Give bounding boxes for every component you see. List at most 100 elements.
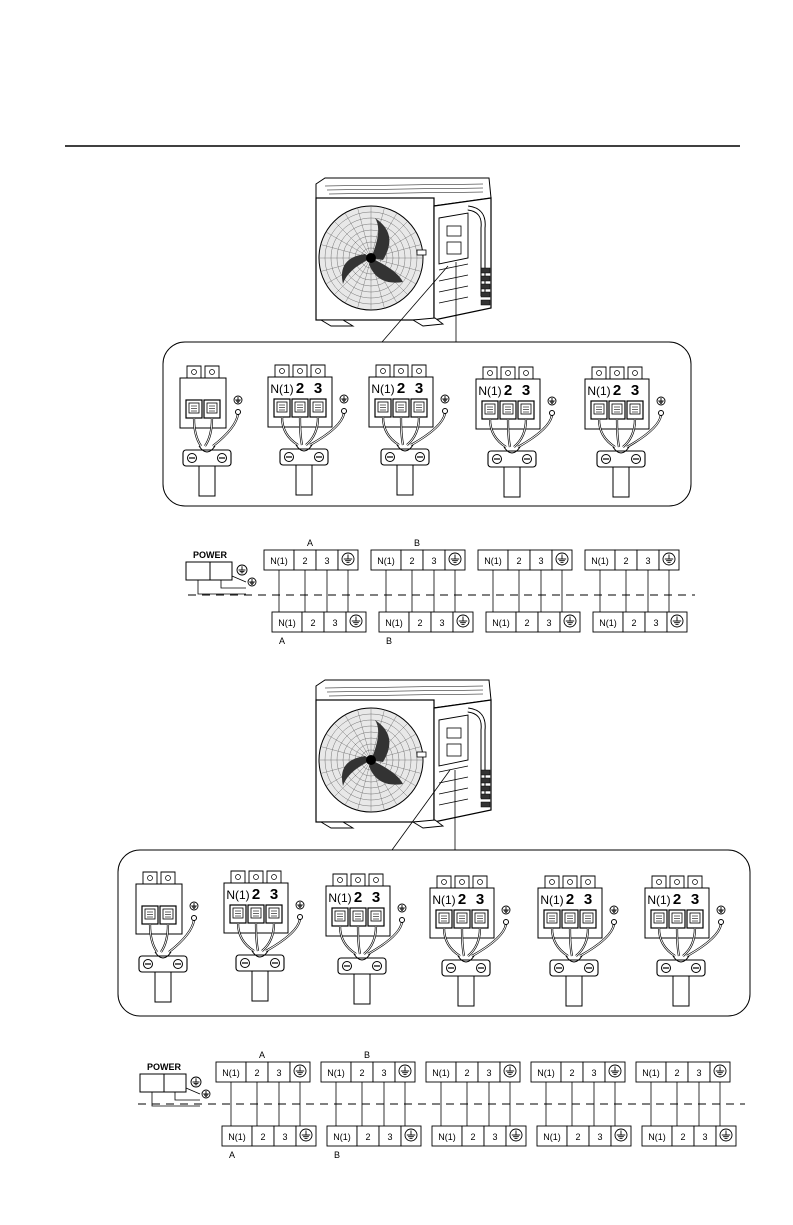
schematic-cell-label: 3	[439, 618, 444, 628]
ground-icon	[340, 395, 348, 403]
terminal-window	[447, 728, 461, 738]
terminal-tab-hole	[524, 371, 529, 376]
terminal-tab-hole	[586, 880, 591, 885]
schematic-cell-label: N(1)	[270, 556, 288, 566]
terminal-label: 2	[458, 891, 466, 908]
terminal-tab-hole	[280, 369, 285, 374]
terminal-screw	[654, 913, 664, 923]
cable-sheath	[199, 466, 215, 496]
power-label: POWER	[147, 1062, 182, 1072]
ground-icon	[296, 901, 304, 909]
terminal-label: 2	[504, 382, 512, 399]
schematic-cell-label: 3	[486, 1068, 491, 1078]
terminal-screw	[269, 908, 279, 918]
terminal-label: N(1)	[587, 384, 610, 398]
terminal-tab-hole	[478, 880, 483, 885]
schematic-cell-label: N(1)	[484, 556, 502, 566]
control-cover	[439, 213, 468, 264]
ground-terminal	[400, 918, 405, 923]
schematic-cell-label: 2	[254, 1068, 259, 1078]
schematic-cell-label: N(1)	[222, 1068, 240, 1078]
schematic-block: N(1)23	[327, 1126, 421, 1146]
figure-1: N(1)23N(1)23N(1)23N(1)23POWERN(1)23AN(1)…	[163, 178, 695, 646]
power-wire	[232, 576, 246, 582]
terminal-tab-hole	[657, 880, 662, 885]
schematic-block: N(1)23	[371, 550, 465, 570]
schematic-cell-label: N(1)	[591, 556, 609, 566]
terminal-screw	[414, 402, 424, 412]
terminal-tab-hole	[550, 880, 555, 885]
ground-icon	[610, 906, 618, 914]
cable-sheath	[504, 467, 520, 497]
service-valve	[481, 276, 490, 281]
terminal-tab-hole	[356, 878, 361, 883]
group-label: B	[414, 538, 420, 548]
schematic-block: N(1)23	[272, 612, 366, 632]
power-wire	[175, 1092, 200, 1100]
cable-sheath	[613, 467, 629, 497]
terminal-label: 3	[584, 891, 592, 908]
ground-icon	[248, 578, 256, 586]
terminal-label: 3	[476, 891, 484, 908]
schematic-cell-label: 3	[276, 1068, 281, 1078]
schematic-block: N(1) 2 3	[432, 1126, 526, 1146]
service-valve	[481, 802, 490, 807]
cable-sheath	[673, 976, 689, 1006]
schematic-cell-label: 2	[302, 556, 307, 566]
terminal-screw	[163, 909, 173, 919]
schematic-cell-label: 3	[282, 1132, 287, 1142]
ground-icon	[717, 906, 725, 914]
wiring-schematic: POWERN(1)23AN(1)23AN(1)23BN(1)23BN(1)23N…	[138, 1050, 745, 1160]
terminal-block: N(1)23	[268, 365, 348, 495]
terminal-block: N(1)23	[585, 367, 665, 497]
cable-sheath	[252, 971, 268, 1001]
ground-terminal	[659, 411, 664, 416]
schematic-cell-label: 3	[332, 618, 337, 628]
cable-sheath	[155, 972, 171, 1002]
schematic-block: N(1)23	[531, 1062, 625, 1082]
schematic-cell-label: 2	[674, 1068, 679, 1078]
schematic-block: N(1)23	[585, 550, 679, 570]
terminal-screw	[594, 404, 604, 414]
terminal-block: N(1)23	[476, 367, 556, 497]
schematic-cell-label: 3	[324, 556, 329, 566]
terminal-window	[447, 226, 461, 236]
schematic-cell-label: 2	[464, 1068, 469, 1078]
schematic-cell-label: 3	[645, 556, 650, 566]
terminal-screw	[565, 913, 575, 923]
group-label: A	[279, 636, 285, 646]
cable-sheath	[397, 465, 413, 495]
ground-icon	[234, 396, 242, 404]
terminal-tab-hole	[192, 370, 197, 375]
ground-terminal	[504, 920, 509, 925]
terminal-screw	[371, 911, 381, 921]
terminal-label: 3	[415, 380, 423, 397]
terminal-screw	[521, 404, 531, 414]
terminal-label: 3	[270, 886, 278, 903]
schematic-cell-label: 2	[260, 1132, 265, 1142]
terminal-tab-hole	[597, 371, 602, 376]
terminal-tab-hole	[417, 369, 422, 374]
schematic-cell-label: 3	[492, 1132, 497, 1142]
schematic-cell-label: 3	[702, 1132, 707, 1142]
terminal-tab-hole	[633, 371, 638, 376]
terminal-tab-hole	[166, 876, 171, 881]
terminal-label: N(1)	[432, 893, 455, 907]
schematic-cell-label: 2	[470, 1132, 475, 1142]
power-box-cell	[140, 1074, 164, 1092]
schematic-cell-label: N(1)	[438, 1132, 456, 1142]
schematic-cell-label: 3	[431, 556, 436, 566]
schematic-cell-label: 3	[387, 1132, 392, 1142]
terminal-screw	[378, 402, 388, 412]
schematic-cell-label: N(1)	[333, 1132, 351, 1142]
power-wire	[198, 580, 246, 594]
ground-icon	[548, 397, 556, 405]
schematic-block: N(1)23	[426, 1062, 520, 1082]
schematic-block: N(1) 2 3	[216, 1062, 310, 1082]
schematic-cell-label: 2	[575, 1132, 580, 1142]
ground-icon	[237, 565, 247, 575]
terminal-screw	[313, 402, 323, 412]
terminal-label: 3	[691, 891, 699, 908]
